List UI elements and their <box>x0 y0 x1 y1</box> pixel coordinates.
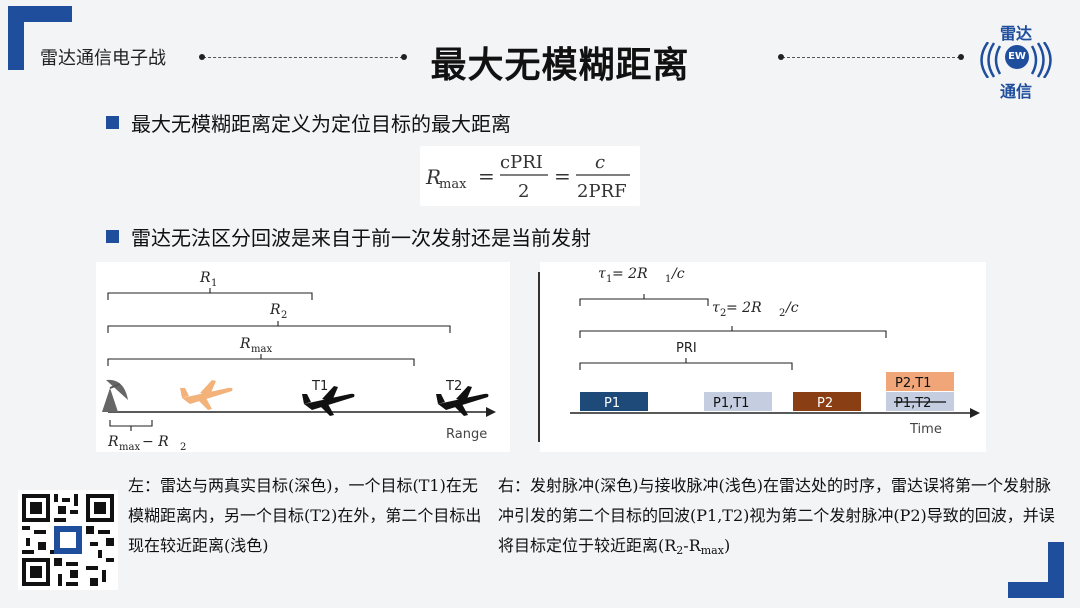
airplane-icon <box>180 380 233 410</box>
formula-num-1: cPRI <box>500 152 543 173</box>
bullet-text: 雷达无法区分回波是来自于前一次发射还是当前发射 <box>131 226 591 250</box>
pulse-p1t2-label: P1,T2 <box>895 396 931 411</box>
label-t2: T2 <box>445 379 462 394</box>
bullet-square-icon <box>106 116 119 129</box>
bullet-item-definition: 最大无模糊距离定义为定位目标的最大距离 <box>106 108 511 137</box>
label-diff-sub: max <box>119 442 140 452</box>
label-t1: T1 <box>311 379 328 394</box>
header-dotted-line-left <box>199 54 407 60</box>
time-diagram: τ 1 = 2R 1 /c τ 2 = 2R 2 /c PRI P1 P1,T1… <box>540 262 986 452</box>
label-tau1-sub: 1 <box>606 274 612 285</box>
pulse-p1 <box>580 392 648 411</box>
formula-den-1: 2 <box>518 181 529 202</box>
channel-name: 雷达通信电子战 <box>40 48 166 69</box>
logo-signal-icon: EW <box>970 41 1062 79</box>
label-tau2-eq-sub: 2 <box>779 308 785 319</box>
caption-right-sub2: max <box>700 544 724 557</box>
formula-lhs: R <box>425 165 441 189</box>
bullet-item-ambiguity: 雷达无法区分回波是来自于前一次发射还是当前发射 <box>106 222 591 251</box>
label-tau1-tail: /c <box>670 266 685 282</box>
label-tau2-sub: 2 <box>720 308 726 319</box>
page-title: 最大无模糊距离 <box>430 45 690 86</box>
label-tau2-eq: = 2R <box>726 300 762 316</box>
pulse-p2t1 <box>886 372 954 391</box>
formula-equals-2: = <box>554 164 571 188</box>
diagram-divider <box>538 272 541 442</box>
pulse-p2t1-label: P2,T1 <box>895 376 931 391</box>
label-diff-sub2: 2 <box>180 442 186 452</box>
logo: 雷达 EW 通信 <box>970 20 1062 101</box>
label-diff-rest: − R <box>142 434 169 450</box>
formula-equals-1: = <box>478 164 495 188</box>
logo-badge: EW <box>1005 45 1029 69</box>
airplane-icon <box>436 386 489 416</box>
caption-right: 右：发射脉冲(深色)与接收脉冲(浅色)在雷达处的时序，雷达误将第一个发射脉冲引发… <box>498 471 1064 566</box>
formula-rmax: R max = cPRI 2 = c 2PRF <box>420 146 640 206</box>
label-r2: R <box>269 302 281 318</box>
label-diff: R <box>107 434 119 450</box>
bullet-square-icon <box>106 230 119 243</box>
axis-label-time: Time <box>909 422 942 437</box>
formula-num-2: c <box>595 152 605 173</box>
range-diagram: R 1 R 2 R max <box>96 262 510 453</box>
label-rmax-sub: max <box>251 344 272 355</box>
formula-lhs-sub: max <box>439 177 467 192</box>
label-tau2: τ <box>712 300 720 316</box>
qr-code-icon <box>18 490 118 590</box>
label-tau1: τ <box>598 266 606 282</box>
pulse-p2 <box>793 392 861 411</box>
label-r1-sub: 1 <box>211 278 217 289</box>
bullet-text: 最大无模糊距离定义为定位目标的最大距离 <box>131 112 511 136</box>
radar-dish-icon <box>102 379 128 412</box>
airplane-icon <box>302 386 355 416</box>
label-rmax: R <box>239 336 251 352</box>
header-dotted-line-right <box>778 54 964 60</box>
label-tau2-tail: /c <box>784 300 799 316</box>
label-tau1-eq: = 2R <box>612 266 648 282</box>
pulse-p2-label: P2 <box>817 396 833 411</box>
pulse-p1t1 <box>704 392 772 411</box>
label-r1: R <box>199 270 211 286</box>
caption-right-mid: -R <box>683 536 701 555</box>
label-pri: PRI <box>676 341 697 356</box>
label-r2-sub: 2 <box>281 310 287 321</box>
logo-text-top: 雷达 <box>999 24 1032 43</box>
logo-text-bottom: 通信 <box>999 82 1032 101</box>
caption-right-main: 右：发射脉冲(深色)与接收脉冲(浅色)在雷达处的时序，雷达误将第一个发射脉冲引发… <box>498 476 1055 555</box>
caption-left: 左：雷达与两真实目标(深色)，一个目标(T1)在无模糊距离内，另一个目标(T2)… <box>128 476 482 555</box>
corner-decoration-top-left <box>8 6 72 70</box>
pulse-p1t1-label: P1,T1 <box>713 396 749 411</box>
axis-label-range: Range <box>446 427 487 442</box>
formula-den-2: 2PRF <box>577 181 627 202</box>
caption-right-sub1: 2 <box>676 544 684 557</box>
caption-right-end: ) <box>723 536 731 555</box>
pulse-p1-label: P1 <box>604 396 620 411</box>
label-tau1-eq-sub: 1 <box>665 274 671 285</box>
corner-decoration-bottom-right <box>1008 542 1064 598</box>
